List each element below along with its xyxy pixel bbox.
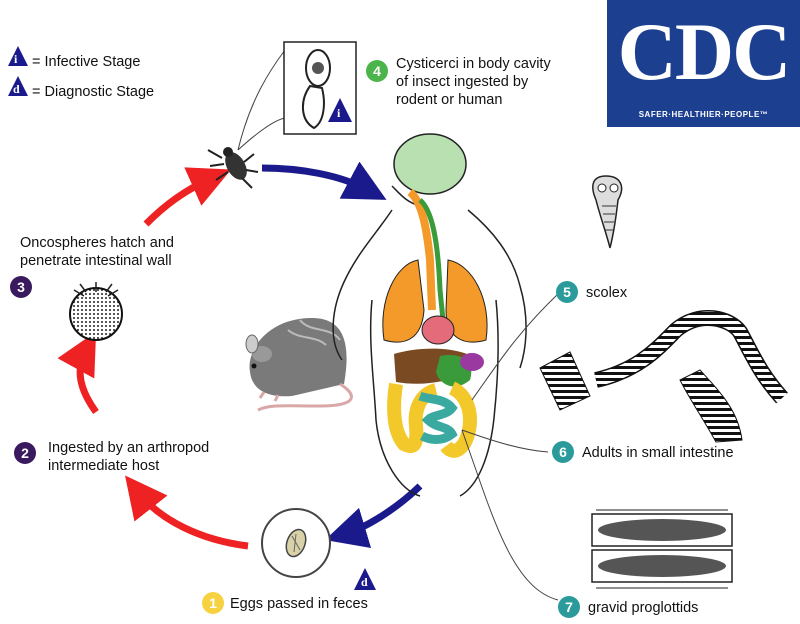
cdc-logo: CDC SAFER·HEALTHIER·PEOPLE™ xyxy=(607,0,800,127)
step-6-number: 6 xyxy=(552,441,574,463)
beetle-icon xyxy=(207,147,259,189)
arrow-egg-to-arthropod xyxy=(125,475,249,550)
rodent-icon xyxy=(245,318,353,412)
trachea xyxy=(418,198,447,331)
egg-icon xyxy=(261,508,331,578)
step-6-label: Adults in small intestine xyxy=(582,445,734,461)
arrow-oncosphere-to-insect xyxy=(143,167,232,227)
step-1-label: Eggs passed in feces xyxy=(230,596,368,612)
step-4-number: 4 xyxy=(366,60,388,82)
cysticercoid-icon xyxy=(302,49,331,130)
adult-tapeworm-icon xyxy=(539,310,788,443)
infective-stage-mark-icon xyxy=(328,98,352,122)
step-7-label: gravid proglottids xyxy=(588,600,699,616)
step-1-number: 1 xyxy=(202,592,224,614)
lungs-icon xyxy=(382,259,488,343)
logo-tagline: SAFER·HEALTHIER·PEOPLE™ xyxy=(638,110,769,119)
logo-text: CDC xyxy=(617,6,792,97)
esophagus xyxy=(407,188,436,311)
step-3-number: 3 xyxy=(10,276,32,298)
heart-icon xyxy=(421,315,455,345)
diagnostic-stage-mark-icon xyxy=(354,568,376,590)
step-2-number: 2 xyxy=(14,442,36,464)
infective-stage-icon xyxy=(8,46,28,66)
infective-symbol: i xyxy=(14,52,18,66)
scolex-icon xyxy=(592,175,623,249)
infective-stage-mark: i xyxy=(337,106,341,120)
abdomen-organs xyxy=(387,348,484,458)
gravid-proglottids-icon xyxy=(591,509,733,589)
step-5-number: 5 xyxy=(556,281,578,303)
step-2-label: Ingested by an arthropod intermediate ho… xyxy=(48,440,210,474)
arrow-insect-to-human xyxy=(261,161,387,200)
diagnostic-stage-icon xyxy=(8,76,28,96)
legend-diagnostic-label: = Diagnostic Stage xyxy=(32,84,155,100)
legend-infective-label: = Infective Stage xyxy=(32,54,141,70)
human-head xyxy=(391,133,467,207)
arrow-ingested-to-oncosphere xyxy=(57,331,99,415)
diagnostic-stage-mark: d xyxy=(361,575,368,589)
step-4-label: Cysticerci in body cavity of insect inge… xyxy=(396,56,551,108)
oncosphere-icon xyxy=(69,282,123,341)
human-body-outline xyxy=(332,209,527,497)
step-7-number: 7 xyxy=(558,596,580,618)
step-3-label: Oncospheres hatch and penetrate intestin… xyxy=(20,235,174,269)
arrow-human-to-egg xyxy=(324,483,423,549)
step-5-label: scolex xyxy=(586,285,628,301)
diagnostic-symbol: d xyxy=(13,82,20,96)
